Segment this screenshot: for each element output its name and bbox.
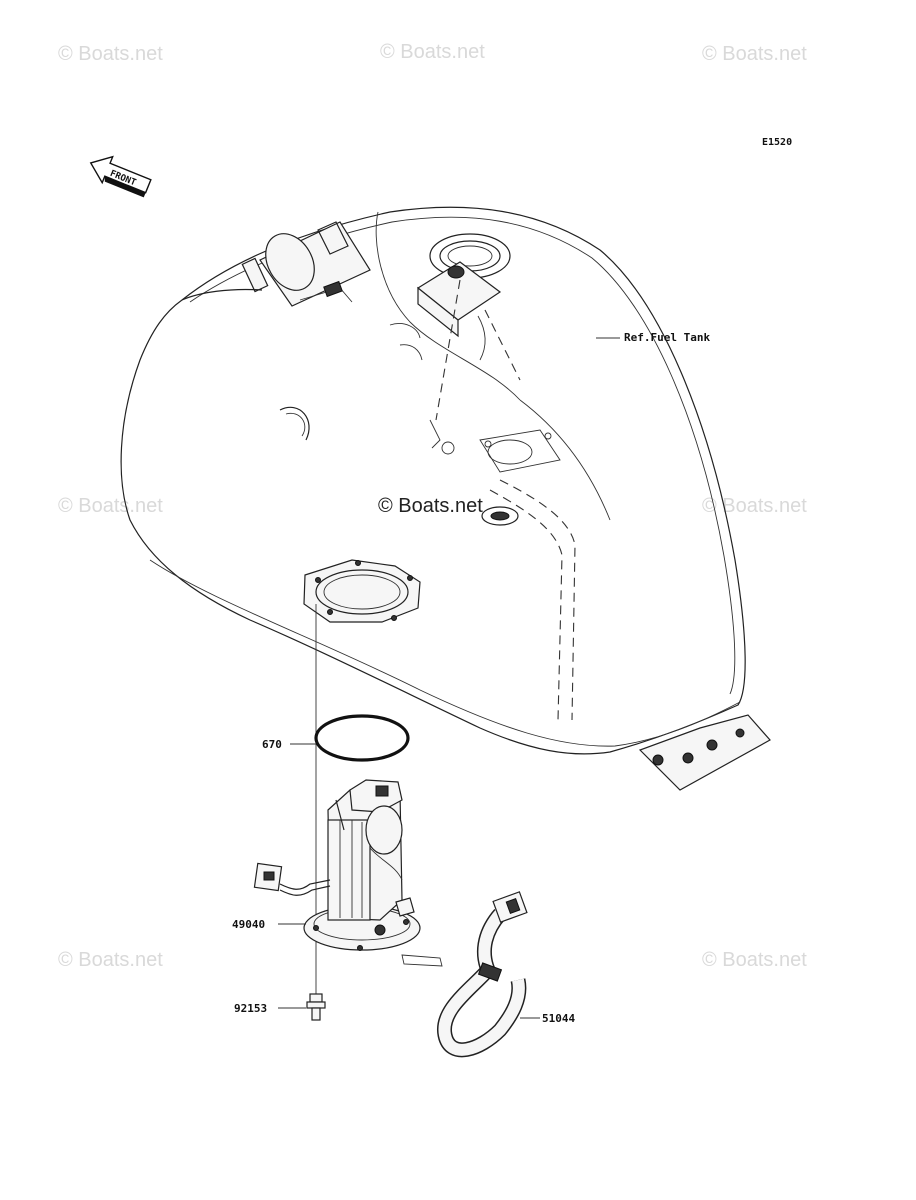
fuel-hose (437, 891, 528, 1058)
watermark-mid-right: © Boats.net (702, 495, 807, 517)
breather-assembly (181, 221, 371, 307)
bolt (306, 993, 326, 1021)
fuel-tank (120, 206, 771, 791)
callout-fuel-tank: Ref.Fuel Tank (624, 331, 710, 344)
callout-fuel-pump: 49040 (232, 918, 265, 931)
watermark-center: © Boats.net (378, 495, 483, 517)
callout-bolt: 92153 (234, 1002, 267, 1015)
pump-flange-opening (303, 559, 421, 623)
watermark-top-left: © Boats.net (58, 43, 163, 65)
pump-connector (253, 862, 331, 896)
tank-valve (389, 261, 502, 361)
watermark-top-center: © Boats.net (380, 41, 485, 63)
front-arrow-icon: FRONT (89, 155, 152, 198)
leader-lines (278, 337, 620, 1019)
watermark-mid-left: © Boats.net (58, 495, 163, 517)
watermarks: © Boats.net © Boats.net © Boats.net © Bo… (58, 41, 807, 971)
o-ring (314, 714, 410, 762)
watermark-bottom-left: © Boats.net (58, 949, 163, 971)
callout-hose: 51044 (542, 1012, 575, 1025)
diagram-code: E1520 (762, 137, 792, 148)
watermark-top-right: © Boats.net (702, 43, 807, 65)
fuel-pump (253, 779, 443, 967)
mount-gasket (479, 429, 561, 473)
watermark-bottom-right: © Boats.net (702, 949, 807, 971)
callout-o-ring: 670 (262, 738, 282, 751)
